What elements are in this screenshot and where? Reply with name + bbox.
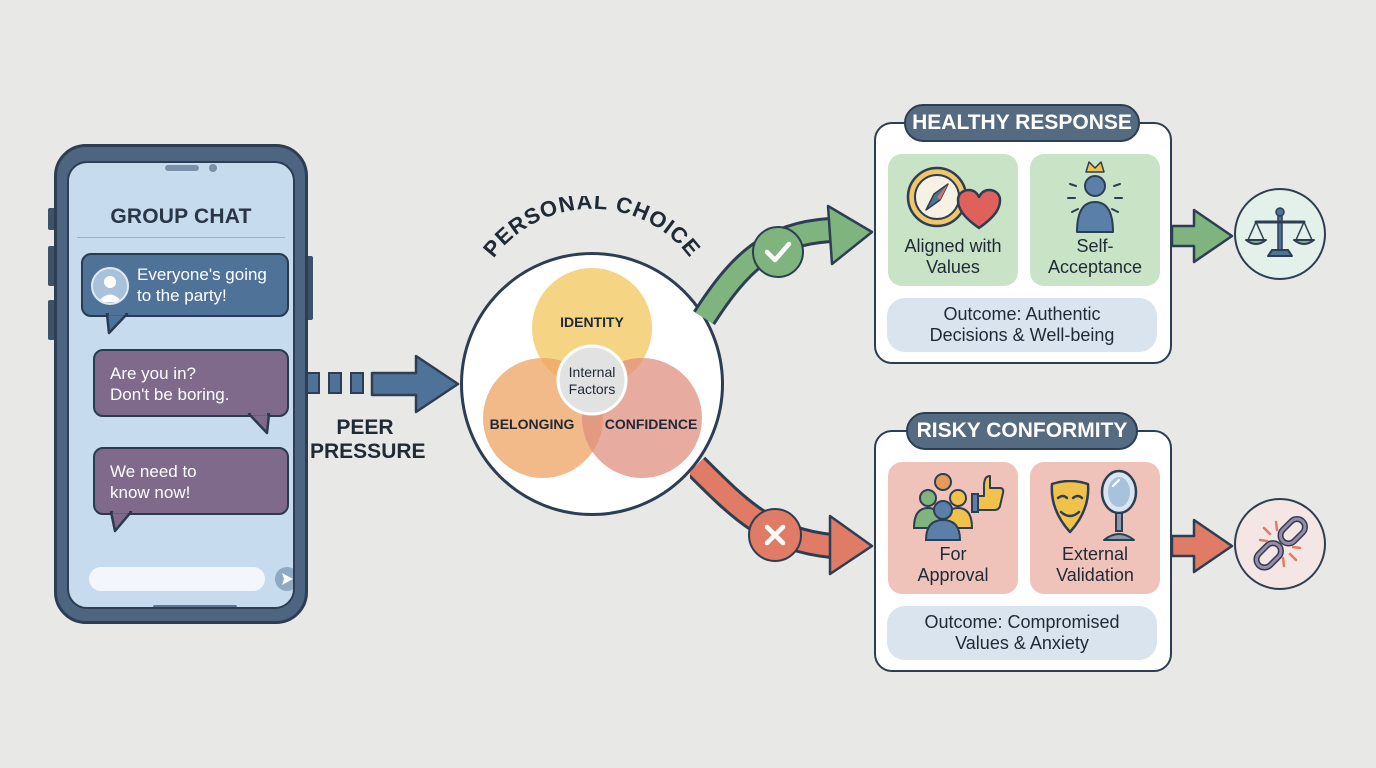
risky-conformity-header: RISKY CONFORMITY (906, 412, 1138, 450)
heart-icon (956, 188, 1002, 230)
phone-screen: GROUP CHAT Everyone's going to the party… (67, 161, 295, 609)
pressure-dash (350, 372, 364, 394)
internal-factors-line: Internal (568, 364, 616, 380)
bubble-tail (247, 413, 271, 435)
compass-icon (906, 166, 968, 228)
card-label: Values (926, 257, 980, 277)
broken-chain-result (1234, 498, 1326, 590)
bubble-tail (109, 511, 133, 533)
pressure-dash (328, 372, 342, 394)
phone-speaker (165, 165, 199, 171)
confidence-label: CONFIDENCE (604, 416, 698, 432)
outcome-line: Outcome: Authentic (943, 304, 1101, 324)
balance-scale-icon (1245, 207, 1315, 257)
phone-side-button (48, 246, 55, 286)
message-line: Are you in? (110, 364, 196, 383)
x-icon (764, 524, 786, 546)
balance-result (1234, 188, 1326, 280)
internal-factors-line: Factors (568, 381, 616, 397)
aligned-with-values-card: Aligned with Values (888, 154, 1018, 286)
self-acceptance-card: Self- Acceptance (1030, 154, 1160, 286)
venn-diagram (483, 268, 702, 478)
chat-title: GROUP CHAT (110, 205, 252, 228)
chat-divider (77, 237, 285, 238)
personal-choice-title: PERSONAL CHOICE (478, 196, 705, 262)
send-button[interactable] (275, 567, 293, 591)
chat-message: We need to know now! (93, 447, 289, 515)
home-indicator (153, 605, 237, 607)
card-label: For (939, 544, 967, 564)
card-label: Validation (1056, 565, 1134, 585)
peer-pressure-label: PEER PRESSURE (310, 416, 426, 464)
message-line: Don't be boring. (110, 385, 230, 404)
person-icon (98, 276, 122, 302)
x-badge (748, 508, 802, 562)
mask-icon (1050, 480, 1090, 534)
phone: GROUP CHAT Everyone's going to the party… (54, 144, 308, 624)
belonging-label: BELONGING (489, 416, 575, 432)
phone-camera (209, 164, 217, 172)
message-line: We need to (110, 462, 197, 481)
message-line: know now! (110, 483, 191, 502)
phone-side-button (306, 256, 313, 320)
pressure-arrow (370, 354, 460, 414)
chat-message: Are you in? Don't be boring. (93, 349, 289, 417)
healthy-response-panel: Aligned with Values Self- Acceptance Out… (874, 122, 1172, 364)
healthy-result-arrow (1170, 208, 1234, 264)
phone-side-button (48, 208, 55, 230)
message-line: Everyone's going (137, 265, 267, 284)
check-badge (752, 226, 804, 278)
external-validation-card: External Validation (1030, 462, 1160, 594)
risky-conformity-panel: For Approval External Validation Outcome… (874, 430, 1172, 672)
card-label: External (1061, 544, 1129, 564)
card-label: Self- (1076, 236, 1114, 256)
send-icon (282, 573, 293, 585)
bubble-tail (105, 313, 129, 335)
phone-side-button (48, 300, 55, 340)
outcome-line: Values & Anxiety (955, 633, 1089, 653)
healthy-outcome: Outcome: Authentic Decisions & Well-bein… (887, 298, 1157, 352)
chat-message: Everyone's going to the party! (81, 253, 289, 317)
card-label: Approval (917, 565, 989, 585)
internal-factors-label: Internal Factors (554, 364, 630, 398)
mirror-icon (1100, 469, 1138, 541)
check-icon (764, 241, 792, 263)
message-input[interactable] (89, 567, 265, 591)
avatar (91, 267, 129, 305)
card-label: Aligned with (904, 236, 1002, 256)
peer-pressure-line: PEER (336, 416, 394, 439)
pressure-dash (306, 372, 320, 394)
crowned-person-icon (1067, 161, 1123, 233)
message-line: to the party! (137, 286, 227, 305)
risky-outcome: Outcome: Compromised Values & Anxiety (887, 606, 1157, 660)
outcome-line: Outcome: Compromised (924, 612, 1120, 632)
outcome-line: Decisions & Well-being (929, 325, 1115, 345)
broken-chain-icon (1253, 516, 1308, 571)
healthy-response-header: HEALTHY RESPONSE (904, 104, 1140, 142)
group-thumbs-up-icon (912, 473, 1005, 541)
peer-pressure-line: PRESSURE (310, 440, 426, 463)
card-label: Acceptance (1047, 257, 1143, 277)
risky-result-arrow (1170, 518, 1234, 574)
identity-label: IDENTITY (560, 314, 624, 330)
for-approval-card: For Approval (888, 462, 1018, 594)
